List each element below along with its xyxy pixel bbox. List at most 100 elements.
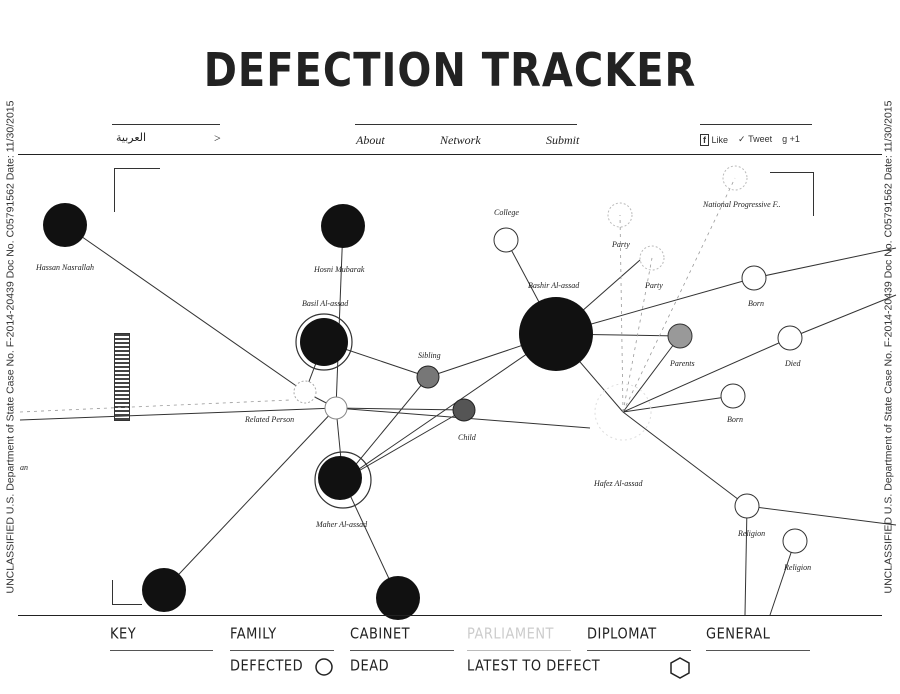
label-edge-fragment: an <box>20 463 28 472</box>
edge <box>622 337 791 413</box>
label-religion2: Religion <box>783 563 811 572</box>
social-buttons: f Like ✓ Tweet g +1 <box>700 134 800 146</box>
label-bashir: Bashir Al-assad <box>528 281 580 290</box>
label-child: Child <box>458 433 477 442</box>
node-religion1[interactable] <box>734 493 760 519</box>
node-maher-ring <box>314 451 372 509</box>
latest-hexagon-icon <box>670 657 690 679</box>
node-hassan[interactable] <box>43 203 87 247</box>
edge <box>163 407 337 591</box>
key-underline <box>230 650 334 651</box>
key-latest: LATEST TO DEFECT <box>467 657 601 676</box>
tweet-button[interactable]: ✓ Tweet <box>738 134 772 146</box>
faint-edge <box>619 214 624 413</box>
facebook-icon: f <box>700 134 709 146</box>
node-related[interactable] <box>324 396 348 420</box>
node-bottom-left[interactable] <box>142 568 186 612</box>
key-diplomat[interactable]: DIPLOMAT <box>587 625 657 644</box>
key-dead: DEAD <box>350 657 390 676</box>
label-related: Related Person <box>244 415 294 424</box>
node-died[interactable] <box>777 325 803 351</box>
like-label: Like <box>711 135 729 145</box>
label-parents: Parents <box>669 359 695 368</box>
plus-one-button[interactable]: g +1 <box>782 134 800 146</box>
node-natl[interactable] <box>722 165 748 191</box>
label-maher: Maher Al-assad <box>315 520 368 529</box>
key-family[interactable]: FAMILY <box>230 625 277 644</box>
label-died: Died <box>784 359 802 368</box>
node-born2[interactable] <box>720 383 746 409</box>
node-religion2[interactable] <box>782 528 808 554</box>
language-link-label: العربية <box>116 131 147 144</box>
key-underline <box>706 650 810 651</box>
nav-network[interactable]: Network <box>440 133 481 147</box>
node-party2[interactable] <box>639 245 665 271</box>
edge <box>342 333 557 481</box>
label-born2: Born <box>727 415 743 424</box>
edge <box>64 224 306 393</box>
nav-rule-left <box>112 124 220 125</box>
page-title: DEFECTION TRACKER <box>203 44 697 98</box>
key-top-rule <box>18 615 882 616</box>
key-underline <box>110 650 213 651</box>
node-college[interactable] <box>493 227 519 253</box>
label-college: College <box>494 208 519 217</box>
node-related-a[interactable] <box>293 380 317 404</box>
label-party1: Party <box>611 240 630 249</box>
label-born1: Born <box>748 299 764 308</box>
edge <box>335 407 465 411</box>
node-hafez[interactable] <box>594 383 652 441</box>
faint-edge <box>622 257 653 413</box>
edge <box>335 225 344 409</box>
node-parents[interactable] <box>667 323 693 349</box>
node-party1[interactable] <box>607 202 633 228</box>
edge <box>342 376 429 481</box>
key-cabinet[interactable]: CABINET <box>350 625 411 644</box>
language-arrow-icon[interactable]: > <box>214 131 221 145</box>
faint-edge <box>19 399 291 413</box>
node-maher[interactable] <box>318 456 362 500</box>
edge <box>746 505 897 526</box>
nav-submit[interactable]: Submit <box>546 133 580 147</box>
key-parliament[interactable]: PARLIAMENT <box>467 625 554 644</box>
key-general[interactable]: GENERAL <box>706 625 771 644</box>
faint-edge <box>622 177 736 413</box>
node-basil[interactable] <box>300 318 348 366</box>
label-religion1: Religion <box>737 529 765 538</box>
node-bashir[interactable] <box>519 297 593 371</box>
label-hassan: Hassan Nasrallah <box>35 263 94 272</box>
key-underline <box>350 650 454 651</box>
nav-about[interactable]: About <box>356 133 385 147</box>
frame-corner-top-right-v <box>813 172 814 216</box>
key-underline <box>467 650 571 651</box>
label-sibling: Sibling <box>418 351 441 360</box>
frame-corner-bottom-left-v <box>112 580 113 604</box>
like-button[interactable]: f Like <box>700 134 728 146</box>
key-underline <box>587 650 691 651</box>
nav-rule-center <box>355 124 577 125</box>
label-hafez: Hafez Al-assad <box>593 479 644 488</box>
label-natl: National Progressive F.. <box>702 200 780 209</box>
node-child[interactable] <box>452 398 476 422</box>
google-plus-icon: g <box>782 134 788 144</box>
node-born1[interactable] <box>741 265 767 291</box>
zoom-slider[interactable] <box>114 333 130 421</box>
node-hosni[interactable] <box>321 204 365 248</box>
edge <box>19 407 337 421</box>
defected-circle-icon <box>315 658 333 676</box>
header-divider <box>18 154 882 155</box>
edge <box>622 335 681 413</box>
plus-one-label: +1 <box>789 134 800 144</box>
node-bottom-center[interactable] <box>376 576 420 620</box>
edge <box>769 540 796 616</box>
edge <box>753 247 897 279</box>
language-link[interactable]: العربية <box>116 131 146 144</box>
edge <box>789 294 897 339</box>
edge <box>622 411 748 507</box>
label-basil: Basil Al-assad <box>302 299 349 308</box>
key-title: KEY <box>110 625 137 644</box>
tweet-label: Tweet <box>748 134 773 144</box>
label-party2: Party <box>644 281 663 290</box>
node-sibling[interactable] <box>416 365 440 389</box>
